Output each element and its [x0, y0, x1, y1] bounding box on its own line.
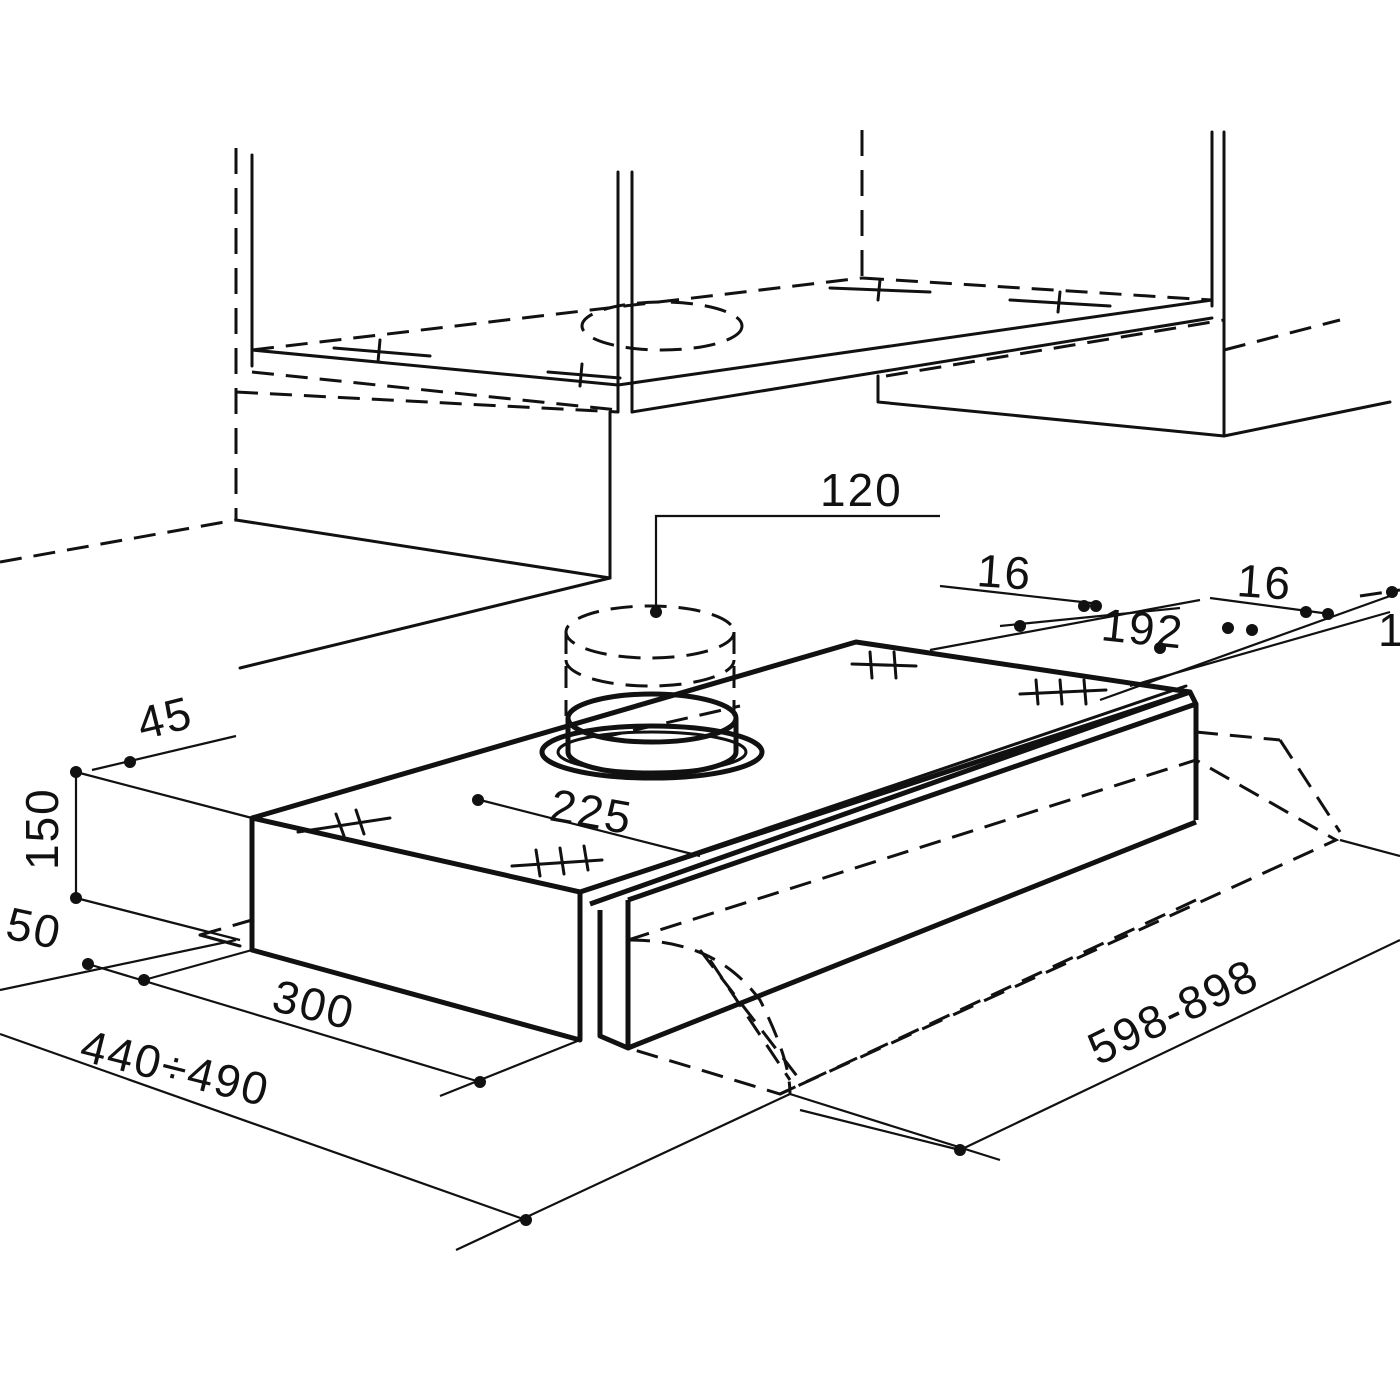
label-bottom-offset: 50 — [2, 897, 67, 959]
label-duct-diameter: 120 — [820, 464, 903, 516]
label-gap-right: 16 — [1235, 554, 1294, 610]
wall-cabinet — [234, 130, 1392, 520]
label-bracket-spacing: 192 — [1099, 598, 1187, 658]
hood-body — [198, 639, 1342, 1096]
wall-lines — [0, 410, 1400, 670]
label-depth-range: 440÷490 — [76, 1019, 276, 1116]
label-width-range: 598-898 — [1080, 948, 1267, 1075]
label-gap-left: 16 — [975, 544, 1034, 600]
label-body-depth: 300 — [268, 969, 361, 1039]
label-height: 150 — [16, 787, 68, 870]
label-cut-partial: 1 — [1378, 604, 1400, 656]
dimension-lines — [0, 514, 1400, 1251]
label-front-offset: 45 — [132, 686, 198, 750]
label-duct-offset: 225 — [546, 779, 637, 845]
duct-collar — [539, 604, 765, 781]
